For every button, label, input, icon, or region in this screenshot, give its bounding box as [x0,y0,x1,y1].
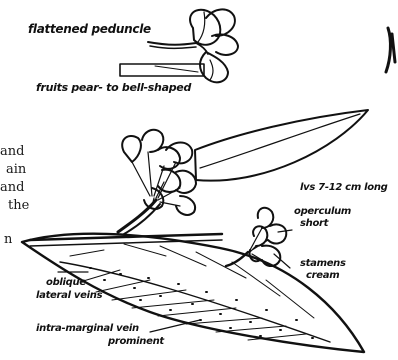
text-fragment-1: and [0,144,24,159]
label-prominent: prominent [108,336,164,347]
label-stamens: stamens [300,258,346,269]
fruits-bracket [120,64,204,76]
text-fragment-5: n [4,232,12,247]
label-lateral-veins: lateral veins [36,290,102,301]
label-leaf-length: lvs 7-12 cm long [300,182,388,193]
text-fragment-3: and [0,180,24,195]
label-flattened-peduncle: flattened peduncle [28,22,151,36]
edge-fragment [386,28,395,72]
text-fragment-2: ain [6,162,26,177]
text-fragment-4: the [8,198,29,213]
label-intra-marginal-vein: intra-marginal vein [36,323,139,334]
upper-leaf [195,110,368,181]
label-oblique: oblique [46,277,86,288]
label-operculum-short: short [300,218,328,229]
label-stamens-cream: cream [306,270,339,281]
label-fruits: fruits pear- to bell-shaped [36,81,191,94]
label-operculum: operculum [294,206,351,217]
